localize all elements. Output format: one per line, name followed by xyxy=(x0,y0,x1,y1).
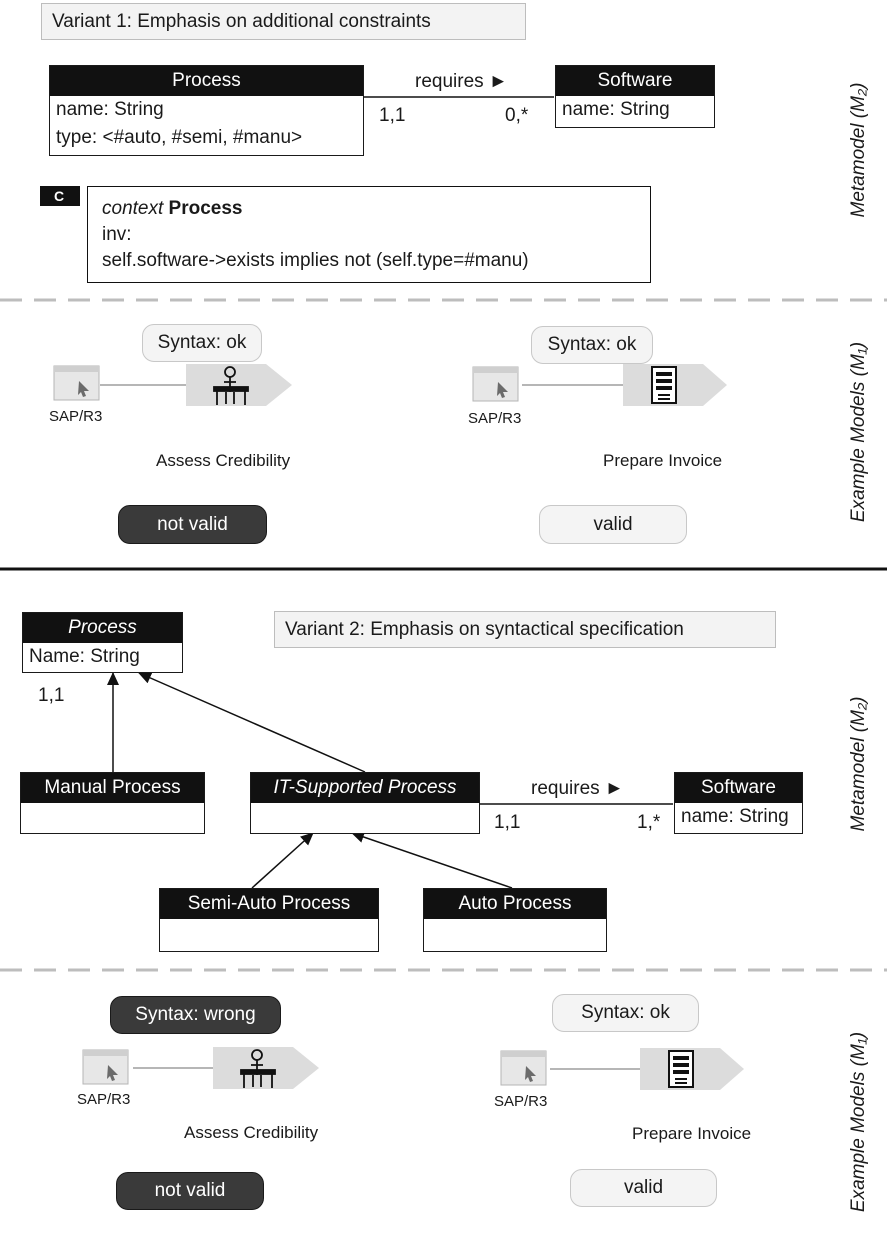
v2-left-activity-label: Assess Credibility xyxy=(184,1123,319,1142)
v2-mult-right: 1,* xyxy=(637,812,661,833)
v1-right-verdict-pill: valid xyxy=(539,505,687,544)
v2-gen-auto xyxy=(351,831,513,889)
v2-right-verdict-label: valid xyxy=(623,1177,664,1198)
v2-software-attr-name: name: String xyxy=(681,806,789,827)
v1-side-label-examples: Example Models (M₁) xyxy=(848,341,869,523)
software-window-icon xyxy=(82,1049,129,1085)
v1-software-class: Software name: String xyxy=(555,65,715,128)
constraint-badge: C xyxy=(40,186,80,206)
v2-manual-class: Manual Process xyxy=(20,772,205,834)
variant2-title-box: Variant 2: Emphasis on syntactical speci… xyxy=(274,611,776,648)
v1-right-activity-label: Prepare Invoice xyxy=(603,451,723,470)
v1-left-syntax-pill: Syntax: ok xyxy=(142,324,262,362)
v2-auto-class-name: Auto Process xyxy=(424,889,606,919)
v2-right-syntax-pill: Syntax: ok xyxy=(552,994,699,1032)
v2-it-supported-class-name: IT-Supported Process xyxy=(251,773,479,803)
v1-process-attr-type: type: <#auto, #semi, #manu> xyxy=(56,127,303,148)
person-at-desk-icon xyxy=(213,366,249,405)
v1-side-label-metamodel: Metamodel (M₂) xyxy=(848,82,869,218)
v2-mult-left: 1,1 xyxy=(494,812,521,833)
v1-software-class-name: Software xyxy=(556,66,714,96)
v2-association-label: requires ► xyxy=(531,778,624,799)
v2-left-syntax-label: Syntax: wrong xyxy=(135,1004,256,1025)
constraint-inv: inv: xyxy=(102,224,132,245)
v2-side-label-examples: Example Models (M₁) xyxy=(848,1031,869,1213)
v1-process-class-name: Process xyxy=(50,66,363,96)
variant2-title: Variant 2: Emphasis on syntactical speci… xyxy=(285,618,684,640)
software-window-icon xyxy=(53,365,100,401)
v2-process-class-name: Process xyxy=(23,613,182,643)
v2-right-verdict-pill: valid xyxy=(570,1169,717,1207)
v1-right-verdict-label: valid xyxy=(593,513,633,535)
v2-semi-auto-class: Semi-Auto Process xyxy=(159,888,379,952)
process-chevron-icon xyxy=(213,1047,319,1089)
v2-it-supported-class: IT-Supported Process xyxy=(250,772,480,834)
v1-process-class: Process name: String type: <#auto, #semi… xyxy=(49,65,364,156)
process-chevron-icon xyxy=(623,364,727,406)
server-tower-icon xyxy=(651,366,677,404)
v2-manual-class-name: Manual Process xyxy=(21,773,204,803)
v2-left-verdict-pill: not valid xyxy=(116,1172,264,1210)
v2-software-class-name: Software xyxy=(675,773,802,803)
v2-auto-class: Auto Process xyxy=(423,888,607,952)
v2-side-label-metamodel: Metamodel (M₂) xyxy=(848,696,869,832)
v1-software-attr-name: name: String xyxy=(562,99,670,120)
v2-left-verdict-label: not valid xyxy=(154,1180,226,1201)
v1-left-verdict-pill: not valid xyxy=(118,505,267,544)
v1-left-verdict-label: not valid xyxy=(157,513,228,535)
v1-process-attr-name: name: String xyxy=(56,99,164,120)
v1-mult-right: 0,* xyxy=(505,105,529,126)
server-tower-icon xyxy=(668,1050,694,1088)
v2-left-tool-label: SAP/R3 xyxy=(77,1091,131,1108)
process-chevron-icon xyxy=(186,364,292,406)
v2-process-class: Process Name: String xyxy=(22,612,183,673)
v1-mult-left: 1,1 xyxy=(379,105,406,126)
v2-gen-semi xyxy=(251,832,314,889)
constraint-context-name: Process xyxy=(168,198,243,219)
process-chevron-icon xyxy=(640,1048,744,1090)
v2-software-class: Software name: String xyxy=(674,772,803,834)
constraint-context-keyword: context xyxy=(102,198,164,219)
v2-left-syntax-pill: Syntax: wrong xyxy=(110,996,281,1034)
v2-right-activity-label: Prepare Invoice xyxy=(632,1124,752,1143)
software-window-icon xyxy=(500,1050,547,1086)
v1-association-label: requires ► xyxy=(415,71,508,92)
v2-gen-it xyxy=(138,672,366,773)
v1-right-tool-label: SAP/R3 xyxy=(468,410,522,427)
v1-right-syntax-label: Syntax: ok xyxy=(547,334,637,355)
v2-process-mult: 1,1 xyxy=(38,685,65,706)
variant1-title-box: Variant 1: Emphasis on additional constr… xyxy=(41,3,526,40)
constraint-badge-label: C xyxy=(54,188,65,204)
constraint-expression: self.software->exists implies not (self.… xyxy=(102,250,529,271)
v2-process-attr-name: Name: String xyxy=(29,646,140,667)
v1-left-tool-label: SAP/R3 xyxy=(49,408,103,425)
v1-left-syntax-label: Syntax: ok xyxy=(157,332,247,353)
software-window-icon xyxy=(472,366,519,402)
person-at-desk-icon xyxy=(240,1049,276,1088)
v2-right-tool-label: SAP/R3 xyxy=(494,1093,548,1110)
v1-right-syntax-pill: Syntax: ok xyxy=(531,326,653,364)
variant1-title: Variant 1: Emphasis on additional constr… xyxy=(52,10,431,32)
v2-semi-auto-class-name: Semi-Auto Process xyxy=(160,889,378,919)
constraint-box: context Process inv: self.software->exis… xyxy=(87,186,651,283)
v2-right-syntax-label: Syntax: ok xyxy=(581,1002,670,1023)
v1-left-activity-label: Assess Credibility xyxy=(156,451,291,470)
